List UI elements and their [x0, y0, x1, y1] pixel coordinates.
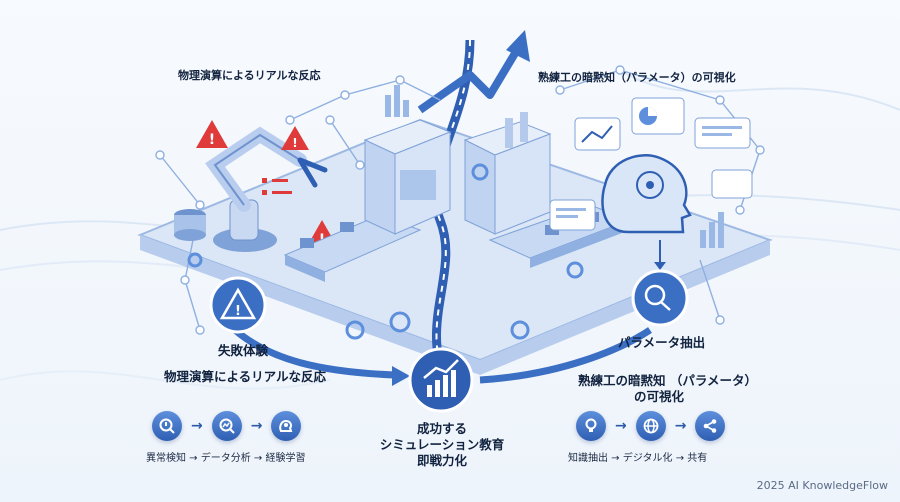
right-top-label: 熟練工の暗黙知（パラメータ）の可視化 — [538, 71, 736, 84]
left-top-label: 物理演算によるリアルな反応 — [178, 69, 321, 82]
svg-text:!: ! — [209, 132, 215, 148]
success-badge — [408, 347, 474, 413]
chart-magnifier-icon — [211, 411, 242, 441]
expert-head — [601, 154, 692, 234]
success-caption: 成功する シミュレーション教育 即戦力化 — [330, 421, 554, 469]
analytics-panels — [385, 85, 753, 248]
globe-icon — [635, 411, 666, 441]
trend-arrow — [417, 42, 524, 114]
parameter-subtitle-1: 熟練工の暗黙知 （パラメータ） — [578, 373, 757, 388]
parameter-subtitle-2: の可視化 — [634, 389, 685, 404]
gear-stack — [174, 209, 206, 241]
right-flow-caption: 知識抽出 → デジタル化 → 共有 — [568, 453, 708, 464]
right-flow: → → — [576, 411, 726, 441]
arrow-icon: → — [674, 418, 687, 434]
svg-text:!: ! — [292, 136, 297, 150]
arrow-icon: → — [250, 418, 263, 434]
magnifier-alert-icon — [152, 411, 182, 441]
failure-subtitle: 物理演算によるリアルな反応 — [164, 369, 327, 384]
failure-badge: ! — [209, 276, 267, 334]
left-flow-caption: 異常検知 → データ分析 → 経験学習 — [146, 453, 306, 464]
success-line-3: 即戦力化 — [416, 453, 467, 468]
robot-arm — [205, 126, 328, 252]
arrow-icon: → — [191, 418, 203, 434]
brain-learning-icon — [271, 411, 302, 441]
share-icon — [695, 411, 726, 441]
svg-text:!: ! — [235, 304, 241, 319]
alert-icon-1: ! — [196, 120, 228, 148]
left-flow: → → — [152, 411, 302, 441]
machine-right — [463, 112, 552, 235]
arrow-icon: → — [615, 418, 627, 434]
parameter-title: パラメータ抽出 — [618, 335, 706, 350]
alert-icon-2: ! — [281, 126, 309, 150]
parameter-badge — [631, 269, 689, 327]
success-line-2: シミュレーション教育 — [379, 437, 505, 452]
lightbulb-icon — [576, 411, 606, 441]
footer-credit: 2025 AI KnowledgeFlow — [756, 479, 888, 492]
machine-left — [363, 119, 452, 235]
success-line-1: 成功する — [416, 421, 467, 436]
failure-title: 失敗体験 — [218, 343, 269, 358]
